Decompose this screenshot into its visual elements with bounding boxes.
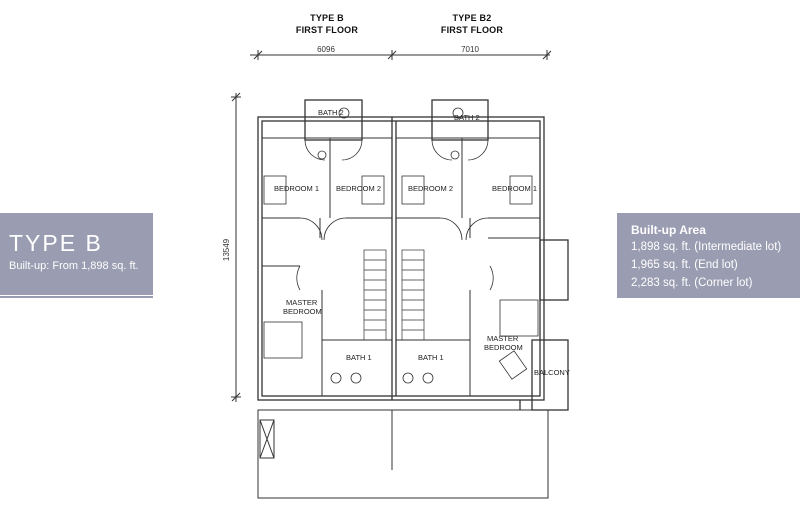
label-bedroom2-left: BEDROOM 2 (336, 184, 381, 193)
dimension-left-width: 6096 (317, 45, 335, 54)
heading-type-b2-line1: TYPE B2 (452, 13, 492, 23)
heading-type-b2: TYPE B2 FIRST FLOOR (427, 12, 517, 36)
built-up-area-row: 2,283 sq. ft. (Corner lot) (631, 277, 753, 289)
label-bedroom2-right: BEDROOM 2 (408, 184, 453, 193)
heading-type-b2-line2: FIRST FLOOR (440, 25, 504, 35)
staircase-left (363, 249, 387, 341)
bath-fixtures (317, 107, 464, 384)
label-master-left-1: MASTER (286, 298, 318, 307)
heading-type-b: TYPE B FIRST FLOOR (282, 12, 372, 36)
bed-icons (263, 175, 539, 380)
heading-type-b-line1: TYPE B (310, 13, 344, 23)
label-master-left-2: BEDROOM (283, 307, 322, 316)
heading-type-b-line2: FIRST FLOOR (295, 25, 359, 35)
built-up-area-row: 1,965 sq. ft. (End lot) (631, 259, 738, 271)
label-balcony: BALCONY (534, 368, 570, 377)
dimension-right-width: 7010 (461, 45, 479, 54)
type-badge-underline (0, 295, 153, 296)
label-master-right-1: MASTER (487, 334, 519, 343)
built-up-area-title: Built-up Area (631, 223, 706, 237)
door-swings (296, 139, 494, 291)
ground-terrace (257, 399, 549, 499)
dimension-height: 13549 (222, 238, 231, 261)
label-bath1-right: BATH 1 (418, 353, 444, 362)
type-badge-subtitle: Built-up: From 1,898 sq. ft. (9, 260, 139, 272)
dimension-vertical (231, 92, 241, 402)
outer-walls (257, 99, 569, 411)
type-badge-panel: TYPE B Built-up: From 1,898 sq. ft. (0, 213, 153, 298)
label-bedroom1-left: BEDROOM 1 (274, 184, 319, 193)
label-bedroom1-right: BEDROOM 1 (492, 184, 537, 193)
internal-walls (262, 137, 540, 396)
built-up-area-panel: Built-up Area 1,898 sq. ft. (Intermediat… (617, 213, 800, 298)
label-bath2-right: BATH 2 (454, 113, 480, 122)
label-bath1-left: BATH 1 (346, 353, 372, 362)
dimension-top (250, 50, 552, 60)
type-badge-title: TYPE B (9, 230, 103, 256)
built-up-area-row: 1,898 sq. ft. (Intermediate lot) (631, 241, 782, 253)
label-bath2-left: BATH 2 (318, 108, 344, 117)
label-master-right-2: BEDROOM (484, 343, 523, 352)
staircase-right (401, 249, 425, 341)
